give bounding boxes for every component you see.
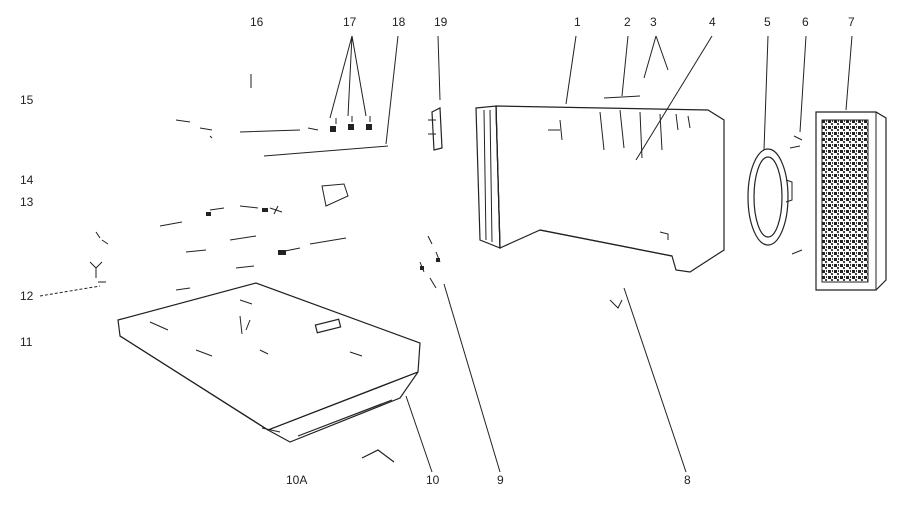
callout-13: 13: [20, 195, 34, 209]
callout-5: 5: [764, 15, 771, 29]
callout-19: 19: [434, 15, 448, 29]
leader-lines: [39, 35, 853, 473]
cabinet-housing: [475, 95, 725, 273]
callout-18: 18: [392, 15, 406, 29]
small-parts: [89, 74, 623, 309]
callout-labels: 16 17 18 19 1 2 3 4 5 6 7 15 14 13 12 11…: [20, 15, 855, 487]
callout-7: 7: [848, 15, 855, 29]
callout-16: 16: [250, 15, 264, 29]
callout-10: 10: [426, 473, 440, 487]
callout-15: 15: [20, 93, 34, 107]
callout-1: 1: [574, 15, 581, 29]
base-tray: [117, 282, 421, 443]
bracket-10a: [361, 449, 395, 463]
callout-17: 17: [343, 15, 357, 29]
callout-6: 6: [802, 15, 809, 29]
screw-6: [789, 135, 803, 255]
front-grille-panel: [815, 111, 887, 291]
callout-12: 12: [20, 289, 34, 303]
callout-8: 8: [684, 473, 691, 487]
callout-10a: 10A: [286, 473, 307, 487]
callout-9: 9: [497, 473, 504, 487]
callout-4: 4: [709, 15, 716, 29]
callout-14: 14: [20, 173, 34, 187]
callout-3: 3: [650, 15, 657, 29]
callout-2: 2: [624, 15, 631, 29]
fan-shroud: [747, 148, 793, 246]
callout-11: 11: [20, 335, 33, 349]
